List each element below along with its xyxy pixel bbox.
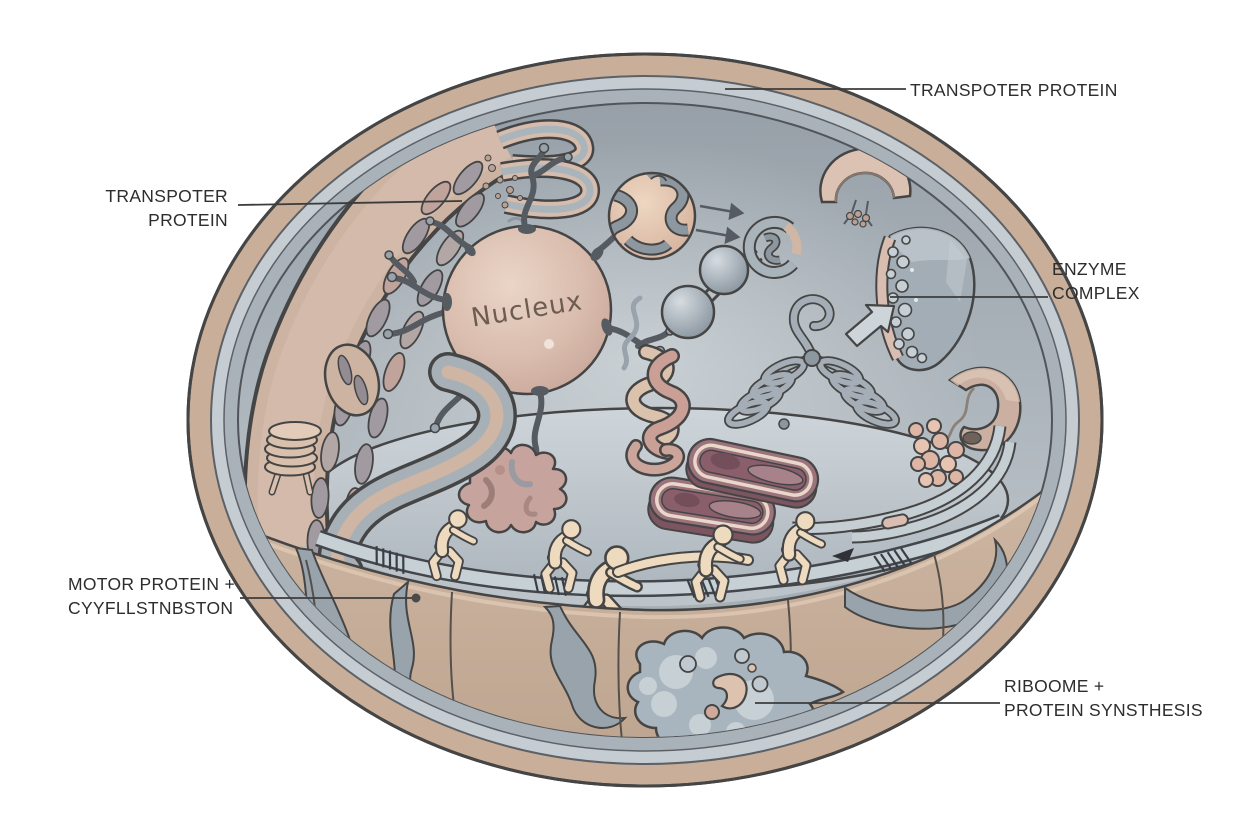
bead-cluster	[908, 387, 976, 488]
label-enzyme-complex: ENZYME COMPLEX	[1052, 257, 1140, 305]
helix-ribbon	[621, 295, 691, 477]
microtubule-track	[315, 514, 1006, 599]
oval-organelle	[323, 343, 381, 417]
label-ribosome: RIBOOME + PROTEIN SYNSTHESIS	[1004, 674, 1203, 722]
tube-tracks	[791, 425, 1017, 544]
leader-lines	[237, 88, 1048, 704]
motor-protein-figures	[433, 510, 821, 632]
enzyme-complex-organelle	[875, 226, 976, 372]
label-motor-line2: CYYFLLSTNBSTON	[68, 598, 234, 618]
maroon-organelles	[647, 418, 820, 544]
label-ribosome-line2: PROTEIN SYNSTHESIS	[1004, 700, 1203, 720]
label-transporter-protein-left: TRANSPOTER PROTEIN	[40, 184, 228, 232]
block-arrow-icon	[844, 303, 896, 348]
label-ribosome-line1: RIBOOME +	[1004, 676, 1105, 696]
label-motor-protein: MOTOR PROTEIN + CYYFLLSTNBSTON	[68, 572, 235, 620]
molecule-dumbbell	[660, 244, 763, 340]
label-transporter-protein-top: TRANSPOTER PROTEIN	[910, 78, 1118, 102]
spring-complex	[724, 294, 900, 429]
small-arrows	[695, 202, 745, 245]
label-motor-line1: MOTOR PROTEIN +	[68, 574, 236, 594]
label-transporter-left-line1: TRANSPOTER	[105, 186, 228, 206]
cell-outline	[186, 52, 1104, 788]
label-transporter-protein-top-text: TRANSPOTER PROTEIN	[910, 80, 1118, 100]
label-enzyme-line1: ENZYME	[1052, 259, 1127, 279]
label-transporter-left-line2: PROTEIN	[148, 210, 228, 230]
vesicle-ball	[607, 171, 697, 261]
label-enzyme-line2: COMPLEX	[1052, 283, 1140, 303]
coil-organelle	[264, 421, 322, 496]
transporter-organelle	[242, 103, 519, 561]
curl-ring	[742, 215, 802, 279]
